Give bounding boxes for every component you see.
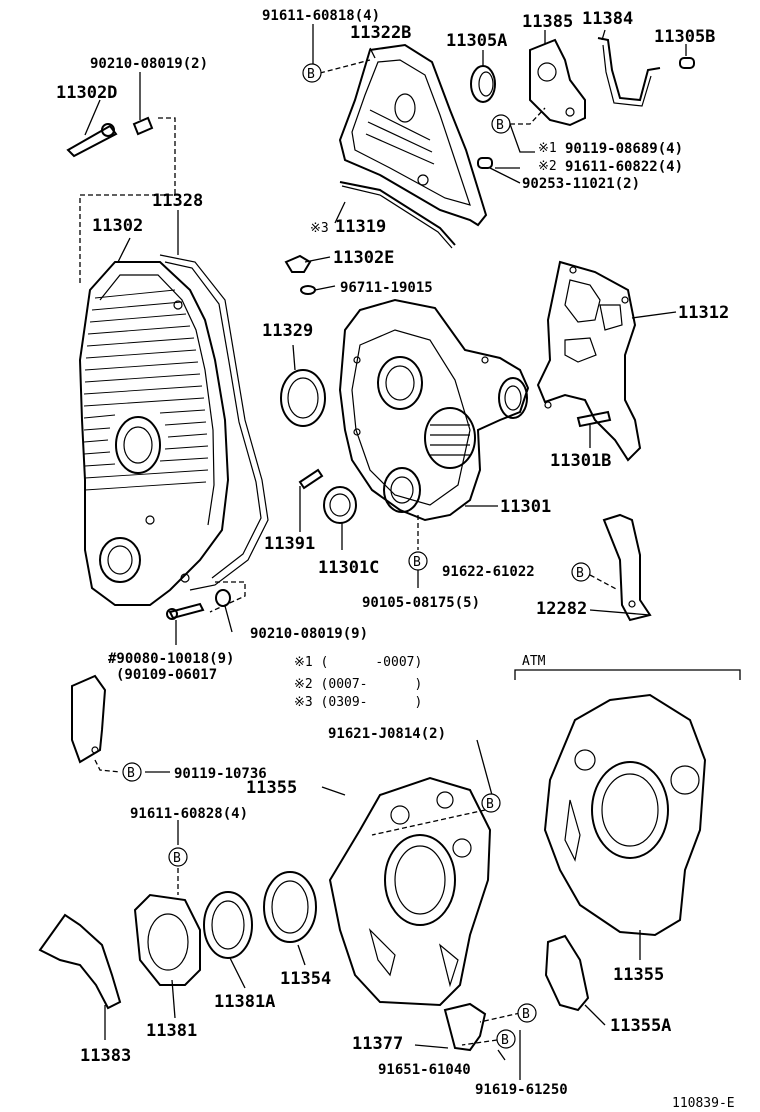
gasket-11312 (536, 260, 642, 462)
leader-lines (79, 24, 687, 1080)
label-11302D: 11302D (56, 83, 117, 103)
plug-11305B (679, 57, 695, 69)
ref-b-6: B (486, 797, 494, 812)
label-11377: 11377 (352, 1034, 403, 1054)
gasket-11328 (159, 254, 269, 591)
label-11301B: 11301B (550, 451, 611, 471)
oil-seal-11305A (470, 65, 496, 103)
bracket-11377 (443, 1002, 487, 1052)
oil-seal-11381A (203, 891, 253, 959)
note-1: ※1 ( -0007) (294, 655, 422, 670)
label-90253-11021: 90253-11021(2) (522, 176, 640, 192)
bolt-90080 (166, 602, 205, 620)
label-11391: 11391 (264, 534, 315, 554)
guide-rod-11319 (339, 181, 456, 249)
label-11384: 11384 (582, 9, 633, 29)
label-11305A: 11305A (446, 31, 507, 51)
label-91621-J0814: 91621-J0814(2) (328, 726, 446, 742)
mark-1: ※1 (538, 141, 557, 156)
label-11383: 11383 (80, 1046, 131, 1066)
ref-b-8: B (522, 1007, 530, 1022)
label-91619-61250: 91619-61250 (475, 1082, 568, 1098)
ref-b-markers: B B B B B B B B B (122, 63, 591, 1049)
ref-b-3: B (413, 555, 421, 570)
bracket-11385 (529, 38, 586, 127)
ref-b-7: B (173, 851, 181, 866)
label-96711-19015: 96711-19015 (340, 280, 433, 296)
mark-2: ※2 (538, 159, 557, 174)
label-11301C: 11301C (318, 558, 379, 578)
stud-11301B (576, 410, 612, 428)
footer-code: 110839-E (672, 1096, 735, 1111)
label-11381: 11381 (146, 1021, 197, 1041)
label-91622-61022: 91622-61022 (442, 564, 535, 580)
label-11302: 11302 (92, 216, 143, 236)
note-3: ※3 (0309- ) (294, 695, 422, 710)
label-11355-left: 11355 (246, 778, 297, 798)
label-atm: ATM (522, 654, 546, 669)
plate-11355-right (543, 693, 707, 937)
ref-b-1: B (307, 67, 315, 82)
ref-b-2: B (496, 118, 504, 133)
oil-seal-11354 (263, 871, 317, 943)
label-11305B: 11305B (654, 27, 715, 47)
label-90080-10018: #90080-10018(9) (108, 651, 234, 667)
label-90109-06017: (90109-06017 (116, 667, 217, 683)
label-11328: 11328 (152, 191, 203, 211)
plug-11302E (284, 254, 312, 273)
o-ring-96711 (300, 285, 316, 295)
bracket-12282 (602, 513, 652, 622)
label-11312: 11312 (678, 303, 729, 323)
label-11355-right: 11355 (613, 965, 664, 985)
label-90210-top: 90210-08019(2) (90, 56, 208, 72)
washer-90210-mid (215, 589, 231, 607)
cover-11383 (38, 913, 122, 1010)
label-11319: 11319 (335, 217, 386, 237)
ref-b-4: B (576, 566, 584, 581)
label-11322B: 11322B (350, 23, 411, 43)
timing-cover-11302 (78, 261, 230, 606)
note-2: ※2 (0007- ) (294, 677, 422, 692)
label-91611-60822: 91611-60822(4) (565, 159, 683, 175)
label-90119-08689: 90119-08689(4) (565, 141, 683, 157)
timing-cover-upper-11322B (338, 43, 488, 227)
bracket-11355A (544, 934, 590, 1012)
label-11381A: 11381A (214, 992, 275, 1012)
label-90105-08175: 90105-08175(5) (362, 595, 480, 611)
stud-11302D (66, 116, 154, 158)
label-12282: 12282 (536, 599, 587, 619)
label-11355A: 11355A (610, 1016, 671, 1036)
atm-bracket (514, 669, 741, 680)
label-11354: 11354 (280, 969, 331, 989)
oil-seal-11301C (323, 486, 357, 524)
timing-cover-11301 (338, 298, 530, 522)
plate-11355-left (328, 776, 492, 1007)
ring-90253 (477, 157, 493, 169)
ref-b-5: B (127, 766, 135, 781)
label-90119-10736: 90119-10736 (174, 766, 267, 782)
ref-b-9: B (501, 1033, 509, 1048)
bracket-90119 (71, 674, 107, 764)
label-11302E: 11302E (333, 248, 394, 268)
label-11385: 11385 (522, 12, 573, 32)
label-91611-60818: 91611-60818(4) (262, 8, 380, 24)
mark-3: ※3 (310, 221, 329, 236)
label-11301: 11301 (500, 497, 551, 517)
bracket-11384 (597, 37, 661, 107)
label-11329: 11329 (262, 321, 313, 341)
retainer-11381 (133, 893, 201, 986)
part-labels: 91611-60818(4) 11322B 11305A 11385 11384… (56, 8, 735, 1111)
label-91651-61040: 91651-61040 (378, 1062, 471, 1078)
label-91611-60828: 91611-60828(4) (130, 806, 248, 822)
gasket-11329 (280, 369, 326, 427)
label-90210-mid: 90210-08019(9) (250, 626, 368, 642)
pin-11391 (298, 468, 324, 490)
